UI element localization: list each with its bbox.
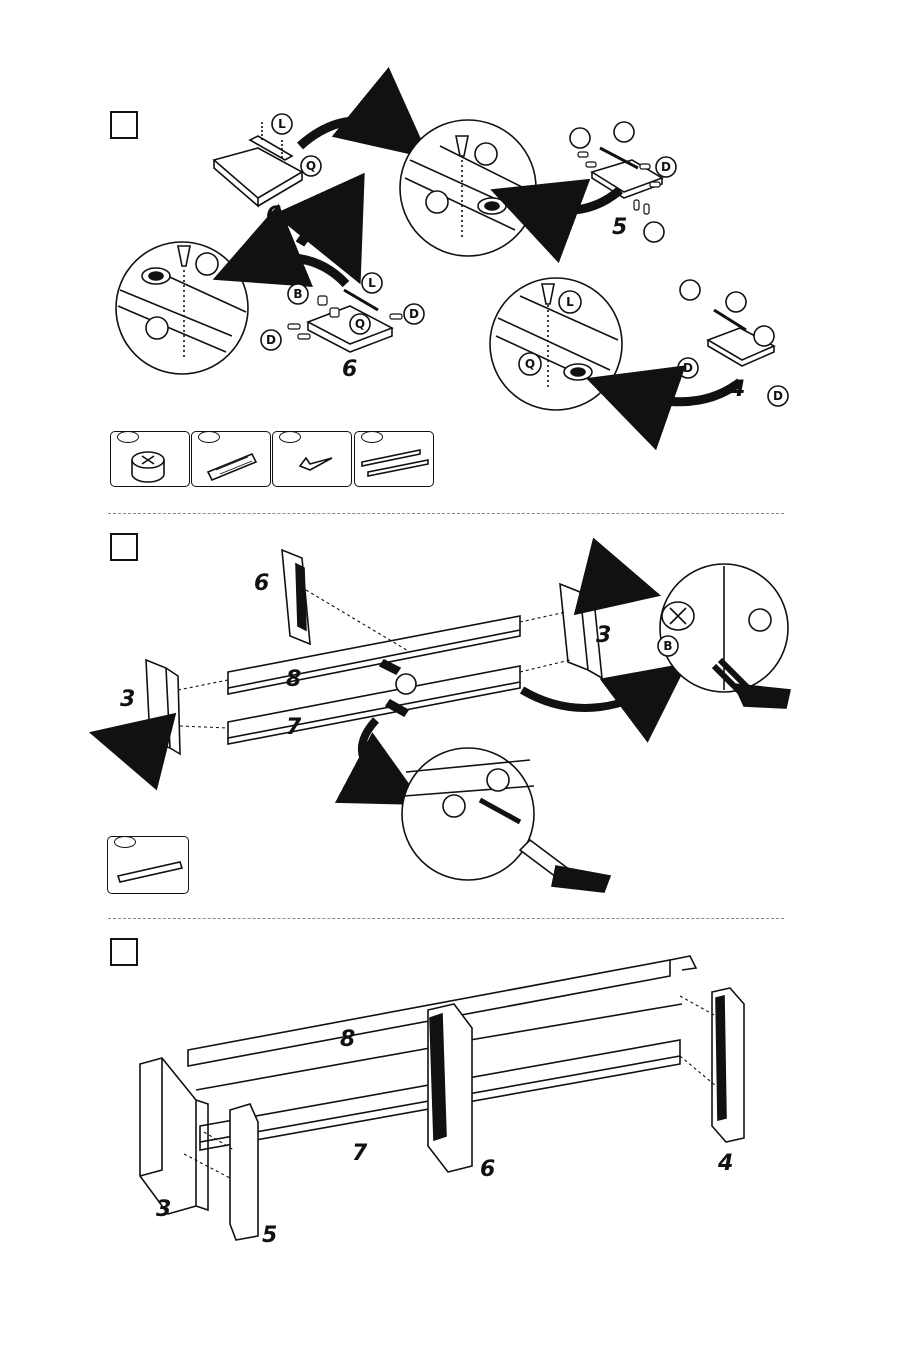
hardware-letter-label: B xyxy=(293,287,302,301)
part-number-label: 6 xyxy=(480,1157,495,1182)
cam-bolt-icon xyxy=(118,862,182,882)
part-number-label: 5 xyxy=(612,215,627,240)
hardware-letter-label: D xyxy=(683,361,693,375)
hardware-letter-label: Q xyxy=(525,357,535,371)
part-number-label: 7 xyxy=(286,715,302,740)
dowel-icon xyxy=(208,454,256,480)
zoom-circle-mid-right xyxy=(490,278,622,410)
panel-3-right xyxy=(560,584,588,670)
part-number-label: 3 xyxy=(120,687,135,712)
cam-lock-icon xyxy=(132,452,164,482)
part-number-label: 4 xyxy=(717,1151,733,1176)
hardware-letter-label: L xyxy=(566,295,574,309)
part-number-label: 6 xyxy=(254,571,269,596)
drawer-rail-icon xyxy=(362,450,428,476)
hardware-letter-label: D xyxy=(661,160,671,174)
panel-6-top-left xyxy=(214,122,302,206)
zoom-circle-bolt xyxy=(402,748,534,880)
hardware-letter-label: Q xyxy=(355,317,365,331)
part-number-label: 8 xyxy=(286,667,301,692)
hardware-letter-label: B xyxy=(663,639,672,653)
part-number-label: 3 xyxy=(156,1197,171,1222)
hardware-letter-label: D xyxy=(409,307,419,321)
hardware-letter-label: D xyxy=(773,389,783,403)
hardware-letter-label: L xyxy=(278,117,286,131)
screw-icon xyxy=(300,458,332,470)
hardware-letter-label: L xyxy=(368,276,376,290)
part-number-label: 3 xyxy=(596,623,611,648)
hardware-letter-label: D xyxy=(266,333,276,347)
part-number-label: 8 xyxy=(340,1027,355,1052)
part-number-label: 6 xyxy=(266,203,281,228)
part-number-label: 6 xyxy=(342,357,357,382)
panel-3-left xyxy=(146,660,170,748)
assembled-frame xyxy=(140,956,744,1240)
hardware-letter-label: Q xyxy=(306,159,316,173)
part-number-label: 5 xyxy=(262,1223,277,1248)
part-number-label: 4 xyxy=(729,377,745,402)
zoom-circle-top xyxy=(400,120,536,256)
part-number-label: 7 xyxy=(352,1141,368,1166)
